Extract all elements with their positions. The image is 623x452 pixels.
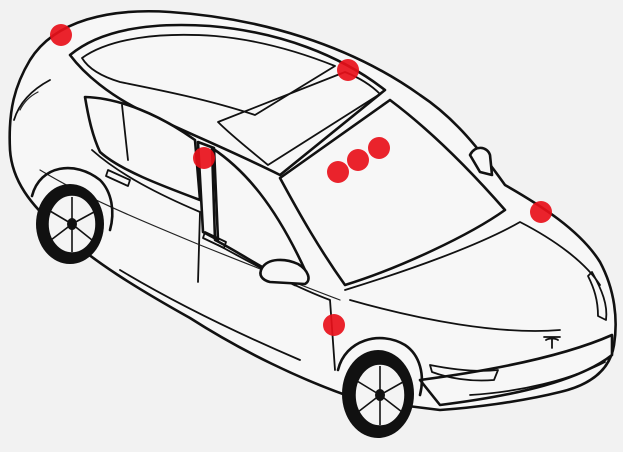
- marker-b-pillar: [193, 147, 215, 169]
- marker-windshield-1: [327, 161, 349, 183]
- rear-wheel: [36, 184, 104, 264]
- marker-roof-rear-left: [50, 24, 72, 46]
- marker-roof-front: [337, 59, 359, 81]
- marker-windshield-2: [347, 149, 369, 171]
- marker-windshield-3: [368, 137, 390, 159]
- marker-front-door-lower: [323, 314, 345, 336]
- front-wheel: [342, 350, 414, 438]
- marker-hood-right: [530, 201, 552, 223]
